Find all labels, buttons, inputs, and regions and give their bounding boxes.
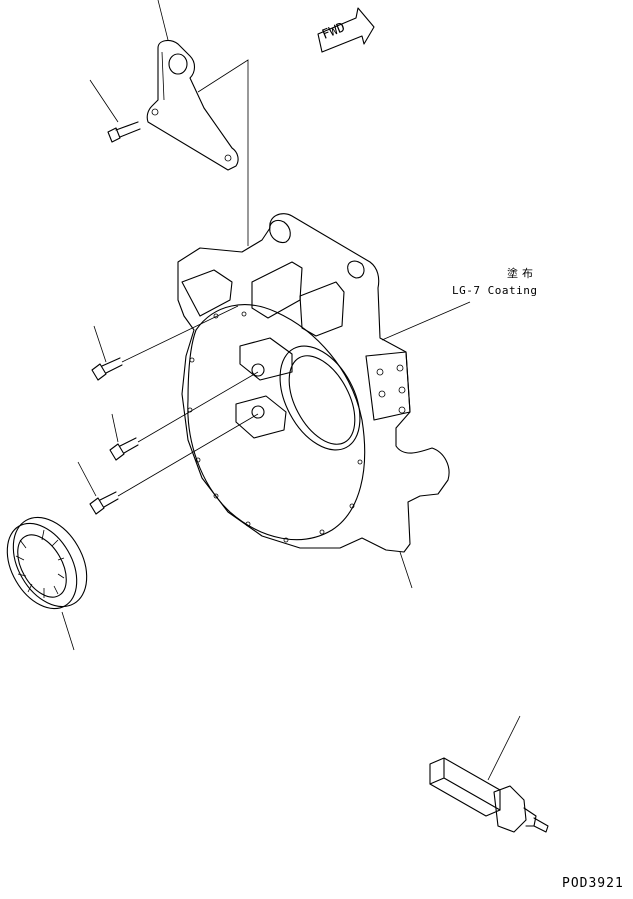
- leader-coating: [381, 301, 471, 341]
- note-japanese: 塗布: [507, 267, 537, 280]
- guide-line: [197, 59, 249, 246]
- leader-bracket: [157, 0, 169, 41]
- drawing-code: POD3921: [562, 876, 624, 891]
- pilot-tool: [429, 715, 549, 833]
- fwd-arrow: [317, 7, 375, 53]
- bolt-1: [91, 305, 239, 381]
- bracket: [146, 39, 239, 171]
- oil-seal: [6, 516, 88, 651]
- bolt-bracket: [89, 79, 141, 143]
- leader-housing: [399, 551, 413, 589]
- bolt-3: [77, 413, 259, 515]
- flywheel-housing: [177, 213, 450, 553]
- note-coating: LG-7 Coating: [452, 284, 538, 297]
- bolt-2: [109, 371, 259, 461]
